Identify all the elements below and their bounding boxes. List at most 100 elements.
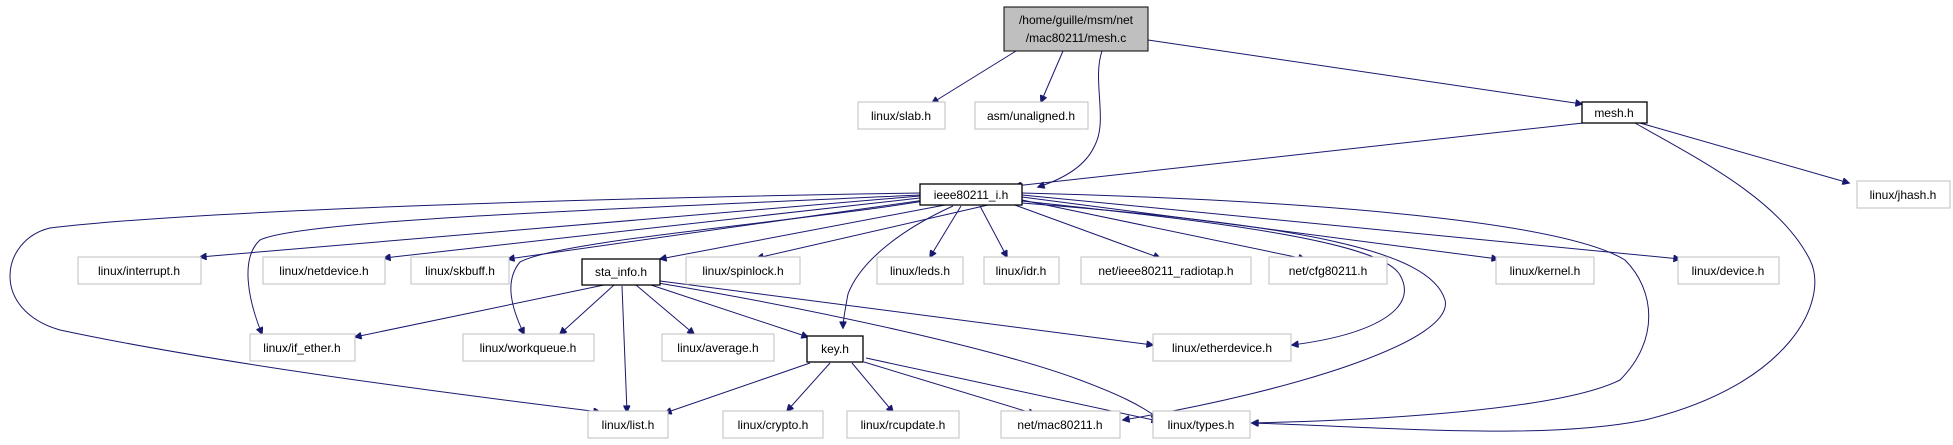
node-mesh-c-box (1003, 6, 1149, 52)
edge-ieee-types (1021, 192, 1650, 423)
node-linux-list-h[interactable]: linux/list.h (587, 410, 669, 439)
node-linux-types-h-label: linux/types.h (1168, 418, 1235, 432)
node-linux-etherdevice-h-box (1152, 333, 1292, 362)
edge-sta-key (647, 283, 808, 337)
node-net-mac80211-h[interactable]: net/mac80211.h (1000, 410, 1121, 439)
node-linux-etherdevice-h-label: linux/etherdevice.h (1172, 341, 1272, 355)
edge-ieee-cfg80211 (1021, 199, 1305, 259)
node-linux-leds-h-label: linux/leds.h (890, 264, 950, 278)
edge-sta-list (621, 285, 627, 412)
edge-mesh-types (1252, 122, 1816, 432)
node-linux-idr-h-label: linux/idr.h (996, 264, 1047, 278)
edge-mesh-jhash (1639, 122, 1849, 183)
node-linux-jhash-h-label: linux/jhash.h (1870, 188, 1937, 202)
edge-sta-etherdevice (659, 280, 1153, 345)
edge-ieee-device (1021, 194, 1680, 259)
node-linux-interrupt-h[interactable]: linux/interrupt.h (77, 256, 202, 285)
edge-ieee-leds (930, 205, 962, 257)
node-linux-average-h-label: linux/average.h (677, 341, 758, 355)
node-asm-unaligned-h-box (974, 101, 1089, 130)
node-mesh-h-box (1581, 101, 1648, 124)
node-net-mac80211-h-label: net/mac80211.h (1017, 418, 1102, 432)
node-net-cfg80211-h-label: net/cfg80211.h (1289, 264, 1368, 278)
node-net-ieee80211-radiotap-h-label: net/ieee80211_radiotap.h (1098, 264, 1233, 278)
node-linux-skbuff-h-box (410, 256, 510, 285)
edge-ieee-list (9, 192, 921, 412)
node-linux-idr-h-box (983, 256, 1060, 285)
node-linux-device-h-label: linux/device.h (1692, 264, 1765, 278)
node-mesh-c-line1: /home/guille/msm/net (1019, 13, 1134, 27)
node-linux-etherdevice-h[interactable]: linux/etherdevice.h (1152, 333, 1292, 362)
node-linux-workqueue-h-label: linux/workqueue.h (480, 341, 577, 355)
edge-key-mac80211 (863, 361, 1035, 414)
node-linux-idr-h[interactable]: linux/idr.h (983, 256, 1060, 285)
edge-sta-average (635, 284, 694, 334)
edge-root-mesh (1147, 39, 1582, 104)
edge-ieee-mac80211 (1021, 202, 1446, 420)
node-net-ieee80211-radiotap-h-box (1080, 256, 1252, 285)
node-linux-kernel-h-label: linux/kernel.h (1510, 264, 1581, 278)
node-linux-spinlock-h-box (685, 256, 801, 285)
edges (9, 39, 1849, 432)
node-linux-kernel-h-box (1495, 256, 1595, 285)
edge-key-list (665, 362, 811, 413)
node-linux-rcupdate-h-label: linux/rcupdate.h (861, 418, 946, 432)
node-mesh-h[interactable]: mesh.h (1581, 101, 1648, 124)
node-linux-if-ether-h-box (249, 333, 356, 362)
node-sta-info-h-label: sta_info.h (595, 265, 647, 279)
edge-ieee-skbuff (508, 199, 926, 259)
node-linux-kernel-h[interactable]: linux/kernel.h (1495, 256, 1595, 285)
node-linux-spinlock-h[interactable]: linux/spinlock.h (685, 256, 801, 285)
node-linux-netdevice-h[interactable]: linux/netdevice.h (262, 256, 386, 285)
node-linux-crypto-h-box (722, 410, 824, 439)
node-linux-netdevice-h-box (262, 256, 386, 285)
edge-sta-if-ether (355, 284, 605, 337)
edge-mesh-ieee (1015, 122, 1584, 186)
node-net-cfg80211-h[interactable]: net/cfg80211.h (1268, 256, 1388, 285)
node-linux-workqueue-h-box (462, 333, 595, 362)
node-linux-average-h-box (661, 333, 775, 362)
edge-root-slab (932, 50, 1017, 103)
node-linux-if-ether-h[interactable]: linux/if_ether.h (249, 333, 356, 362)
node-linux-skbuff-h[interactable]: linux/skbuff.h (410, 256, 510, 285)
node-asm-unaligned-h[interactable]: asm/unaligned.h (974, 101, 1089, 130)
node-linux-crypto-h[interactable]: linux/crypto.h (722, 410, 824, 439)
node-linux-types-h[interactable]: linux/types.h (1152, 410, 1251, 439)
node-net-mac80211-h-box (1000, 410, 1121, 439)
edge-ieee-netdevice (384, 197, 921, 258)
edge-ieee-spinlock (757, 204, 989, 258)
node-linux-leds-h-box (876, 256, 964, 285)
node-linux-slab-h-label: linux/slab.h (871, 109, 931, 123)
node-linux-jhash-h[interactable]: linux/jhash.h (1856, 180, 1951, 209)
node-net-ieee80211-radiotap-h[interactable]: net/ieee80211_radiotap.h (1080, 256, 1252, 285)
node-linux-device-h-box (1677, 256, 1780, 285)
node-mesh-c[interactable]: /home/guille/msm/net /mac80211/mesh.c (1003, 6, 1149, 52)
node-mesh-h-label: mesh.h (1594, 106, 1633, 120)
edge-ieee-interrupt (200, 195, 921, 257)
node-linux-leds-h[interactable]: linux/leds.h (876, 256, 964, 285)
node-linux-workqueue-h[interactable]: linux/workqueue.h (462, 333, 595, 362)
node-linux-list-h-box (587, 410, 669, 439)
node-key-h[interactable]: key.h (806, 335, 864, 363)
node-linux-spinlock-h-label: linux/spinlock.h (702, 264, 783, 278)
node-linux-device-h[interactable]: linux/device.h (1677, 256, 1780, 285)
node-net-cfg80211-h-box (1268, 256, 1388, 285)
node-linux-types-h-box (1152, 410, 1251, 439)
node-linux-netdevice-h-label: linux/netdevice.h (279, 264, 368, 278)
node-linux-slab-h[interactable]: linux/slab.h (857, 101, 946, 130)
edge-key-rcupdate (851, 362, 893, 412)
edge-ieee-workqueue (510, 199, 931, 334)
edge-sta-workqueue (560, 284, 615, 334)
node-sta-info-h[interactable]: sta_info.h (581, 258, 661, 286)
node-ieee80211-i-h-box (919, 183, 1023, 206)
nodes: /home/guille/msm/net /mac80211/mesh.c li… (77, 6, 1951, 439)
edge-ieee-sta-info (660, 204, 946, 259)
node-linux-rcupdate-h-box (846, 410, 960, 439)
node-mesh-c-line2: /mac80211/mesh.c (1026, 31, 1127, 45)
node-ieee80211-i-h[interactable]: ieee80211_i.h (919, 183, 1023, 206)
node-linux-rcupdate-h[interactable]: linux/rcupdate.h (846, 410, 960, 439)
edge-ieee-radiotap (1011, 203, 1160, 258)
node-linux-interrupt-h-box (77, 256, 202, 285)
node-linux-average-h[interactable]: linux/average.h (661, 333, 775, 362)
